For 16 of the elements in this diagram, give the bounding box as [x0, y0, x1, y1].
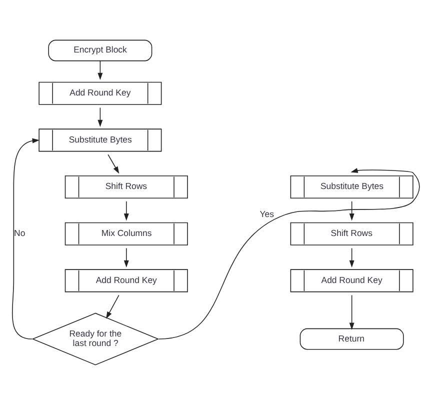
- arrow: [124, 248, 129, 268]
- arrow: [12, 138, 40, 340]
- node-box: Return: [300, 328, 404, 350]
- node-diamond: Ready for the last round ?: [32, 312, 160, 366]
- arrow: [158, 168, 420, 340]
- arrow: [98, 107, 103, 128]
- arrow: [106, 294, 120, 319]
- arrow: [349, 294, 354, 330]
- arrow: [108, 154, 120, 174]
- arrow: [124, 201, 129, 221]
- arrow: [98, 60, 103, 80]
- arrow: [349, 201, 354, 221]
- node-box: Encrypt Block: [48, 40, 152, 62]
- arrow: [349, 248, 354, 268]
- edge-label: No: [14, 228, 26, 238]
- edge-label: Yes: [260, 209, 274, 220]
